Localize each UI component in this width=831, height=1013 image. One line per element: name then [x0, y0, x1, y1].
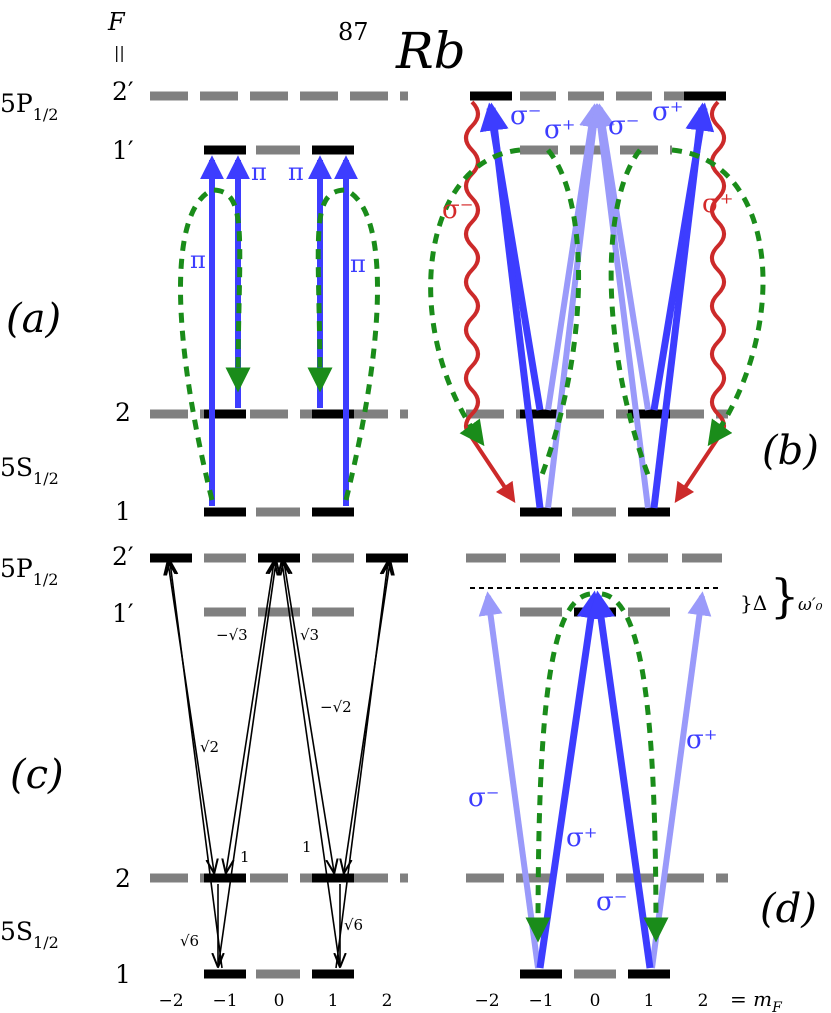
green-decay-b1 [428, 147, 521, 447]
panel-c-levels [150, 553, 408, 979]
cg-arrow-5 [284, 562, 334, 872]
green-decay-d1 [525, 591, 591, 943]
panel-d: σ⁻ σ⁺ σ⁺ σ⁻ }Δ } ω′₀ [466, 553, 823, 979]
cg-arrow-4 [217, 562, 276, 969]
cg-arrow-3 [226, 562, 274, 872]
cg-label-sqrt6-right: √6 [344, 916, 363, 934]
sigma-plus-light-b1 [545, 103, 603, 411]
sigma-minus-d4 [587, 590, 654, 969]
tick-right-m0: 0 [590, 991, 601, 1011]
sigma-minus-label-b3: σ⁻ [608, 111, 639, 141]
sigma-plus-b4 [650, 102, 714, 509]
green-decay-d2 [601, 591, 669, 943]
cg-arrow-8 [335, 562, 388, 969]
sigma-minus-light-b4 [588, 103, 651, 509]
panel-b: σ⁻ σ⁺ σ⁻ σ⁺ σ⁻ σ⁺ [428, 91, 766, 517]
tick-right-m2: 2 [698, 991, 709, 1011]
panel-b-levels [466, 91, 728, 517]
sigma-plus-label-b4: σ⁺ [652, 97, 683, 127]
sigma-minus-label-d1: σ⁻ [468, 783, 499, 813]
pi-label-2: π [251, 158, 267, 186]
cg-arrow-2 [170, 562, 223, 969]
mf-axis: −2 −1 0 1 2 −2 −1 0 1 2 = mF [158, 987, 783, 1013]
tick-right-m1: 1 [644, 991, 655, 1011]
cg-arrow-6 [282, 562, 341, 969]
tick-right-m-2: −2 [474, 991, 499, 1011]
sigma-plus-label-red: σ⁺ [702, 189, 733, 219]
delta-label: }Δ [740, 591, 767, 615]
panel-a-label: (a) [6, 296, 61, 342]
tick-left-m0: 0 [274, 991, 285, 1011]
cg-label-sqrt3: √3 [300, 626, 319, 644]
f2-label-2: 2 [115, 864, 131, 893]
level-labels-bottom: 5P1/2 2′ 1′ 2 5S1/2 1 [0, 542, 134, 989]
f2p-label: 2′ [112, 77, 134, 106]
pi-label-3: π [288, 158, 304, 186]
omega-brace: } [770, 569, 799, 623]
panel-b-label: (b) [762, 428, 819, 474]
decay-arrow-a-left [178, 187, 251, 501]
cg-arrow-7 [344, 562, 390, 872]
red-decay-right [674, 100, 726, 503]
panel-a-levels [150, 91, 408, 517]
p-state-label-2: 5P1/2 [0, 554, 58, 589]
panel-a: π π π π [150, 91, 408, 517]
cg-label-sqrt6-left: √6 [180, 932, 199, 950]
f1-label-2: 1 [115, 960, 131, 989]
red-decay-left [464, 100, 516, 503]
pi-label-4: π [350, 250, 366, 278]
sigma-plus-d3 [536, 590, 605, 969]
sigma-minus-light-d1 [478, 591, 541, 969]
sigma-minus-label-red: σ⁻ [442, 195, 473, 225]
tick-left-m2: 2 [382, 991, 393, 1011]
f1p-label: 1′ [112, 136, 134, 165]
sigma-minus-light-b2 [591, 103, 651, 411]
title: 87 Rb [338, 18, 466, 80]
title-isotope: 87 [338, 18, 369, 46]
f2-label: 2 [115, 398, 131, 427]
sigma-plus-light-b3 [545, 103, 606, 509]
sigma-minus-b2 [480, 102, 544, 509]
cg-label-sqrt2: √2 [200, 738, 219, 756]
title-element: Rb [395, 22, 466, 80]
tick-left-m-1: −1 [212, 991, 237, 1011]
sigma-minus-label-b1: σ⁻ [510, 101, 541, 131]
decay-arrow-a-right [307, 187, 380, 501]
p-state-label: 5P1/2 [0, 89, 58, 124]
panel-d-label: (d) [760, 886, 817, 932]
sigma-plus-label-d3: σ⁺ [686, 725, 717, 755]
sigma-plus-label-b2: σ⁺ [544, 115, 575, 145]
sigma-plus-label-d2: σ⁺ [566, 823, 597, 853]
s-state-label-2: 5S1/2 [0, 917, 59, 952]
cg-label-one-right: 1 [302, 838, 312, 856]
cg-label-neg-sqrt3: −√3 [216, 626, 248, 644]
f-symbol: F [107, 8, 126, 36]
level-labels-top: 5P1/2 2′ 1′ 2 5S1/2 1 [0, 77, 134, 526]
f1-label: 1 [115, 497, 131, 526]
panel-c: −√3 √3 −√2 √2 1 1 √6 √6 [150, 553, 408, 979]
panel-c-label: (c) [10, 752, 64, 798]
tick-left-m-2: −2 [158, 991, 183, 1011]
tick-left-m1: 1 [328, 991, 339, 1011]
tick-right-m-1: −1 [528, 991, 553, 1011]
s-state-label: 5S1/2 [0, 453, 59, 488]
cg-arrow-1 [168, 562, 214, 872]
mf-axis-label: = mF [730, 987, 783, 1013]
pi-label-1: π [190, 246, 206, 274]
sigma-plus-light-d2 [649, 591, 712, 969]
omega-label: ω′₀ [798, 595, 823, 615]
f-equals: || [114, 43, 125, 62]
f2p-label-2: 2′ [112, 542, 134, 571]
f1p-label-2: 1′ [112, 599, 134, 628]
cg-label-one-left: 1 [240, 848, 250, 866]
cg-label-neg-sqrt2: −√2 [320, 698, 352, 716]
green-decay-b4 [671, 147, 766, 447]
sigma-minus-label-d4: σ⁻ [596, 887, 627, 917]
